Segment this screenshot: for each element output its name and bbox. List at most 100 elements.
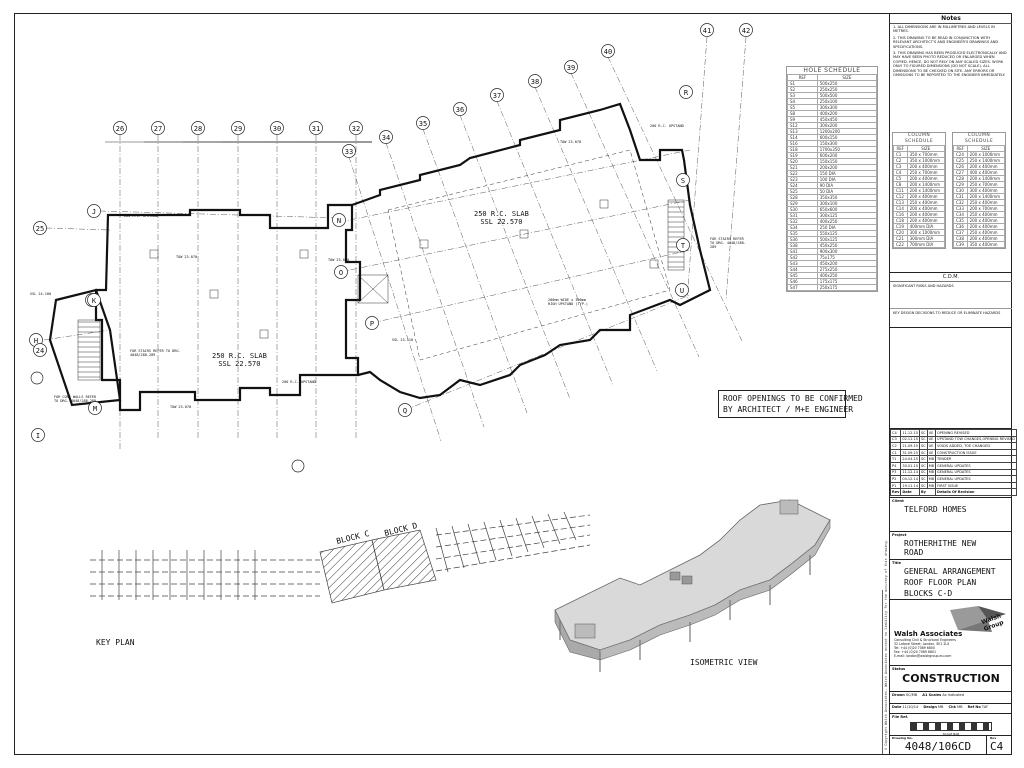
- firm-name: Walsh Associates: [894, 630, 963, 638]
- table-cell: SC: [918, 475, 928, 483]
- table-cell: 700mm DIA: [906, 241, 946, 248]
- table-cell: GENERAL UPDATES: [935, 461, 1017, 470]
- left-stair: [77, 319, 101, 381]
- status-label: Status: [892, 667, 906, 671]
- svg-text:31: 31: [312, 125, 320, 133]
- svg-text:S: S: [681, 177, 685, 185]
- copyright-strip: © Copyright Walsh Associates. Walsh Asso…: [882, 539, 889, 754]
- table-cell: C4: [889, 429, 902, 437]
- table-cell: MB: [926, 461, 937, 470]
- grid-bubble-I: I: [31, 428, 45, 442]
- table-cell: UE: [926, 435, 937, 444]
- svg-text:34: 34: [382, 134, 390, 142]
- firm-sub2: 32 Lafone Street, London, SE1 2LX: [894, 642, 950, 646]
- roof-opening: [149, 249, 159, 259]
- table-cell: P4: [889, 461, 902, 470]
- table-cell: GENERAL UPDATES: [935, 475, 1017, 483]
- column-schedule-2-title: COLUMN SCHEDULE: [964, 133, 994, 144]
- slab-left-type: 250 R.C. SLAB: [212, 352, 267, 360]
- roof-opening: [259, 329, 269, 339]
- cdm-risks: SIGNIFICANT RISKS AND HAZARDS: [893, 284, 954, 288]
- drawing-no-label: Drawing No.: [892, 736, 913, 740]
- table-cell: SC: [918, 468, 928, 477]
- hole-schedule-title: HOLE SCHEDULE: [803, 67, 861, 74]
- table-cell: TENDER: [935, 455, 1017, 463]
- svg-text:25: 25: [36, 225, 44, 233]
- table-cell: 24.04.15: [900, 455, 920, 463]
- svg-text:U: U: [680, 287, 684, 295]
- title-block: Notes 1. ALL DIMENSIONS ARE IN MILLIMETR…: [889, 14, 1017, 754]
- svg-text:36: 36: [456, 106, 464, 114]
- grid-bubble-42: 42: [739, 23, 753, 37]
- cdm-decisions: KEY DESIGN DECISIONS TO REDUCE OR ELIMIN…: [890, 308, 1012, 317]
- svg-text:38: 38: [531, 78, 539, 86]
- meta-row-1: Drawn SC/MB A1 Scales As Indicated: [890, 692, 1012, 704]
- svg-text:30: 30: [273, 125, 281, 133]
- svg-text:33: 33: [345, 148, 353, 156]
- right-stair: [667, 199, 685, 271]
- rev-col-date: Date: [900, 488, 920, 497]
- grid-bubble-27: 27: [151, 121, 165, 135]
- table-cell: T1: [889, 455, 902, 463]
- grid-bubble-32: 32: [349, 121, 363, 135]
- svg-text:35: 35: [419, 120, 427, 128]
- svg-text:32: 32: [352, 125, 360, 133]
- note-3: 3. THIS DRAWING HAS BEEN PRODUCED ELECTR…: [893, 51, 1007, 78]
- svg-text:I: I: [36, 432, 40, 440]
- svg-text:O: O: [339, 269, 343, 277]
- iso-core: [574, 623, 596, 639]
- table-cell: SC: [918, 429, 928, 437]
- tow-label-1: TOW 23.070: [176, 255, 198, 259]
- svg-text:24: 24: [36, 347, 44, 355]
- scale-bar-label: SCALE BAR: [942, 732, 960, 736]
- drawn-value: SC/MB: [905, 693, 918, 697]
- title-line2: ROOF FLOOR PLAN: [904, 578, 977, 587]
- chk-value: MB: [957, 705, 963, 709]
- project-value: ROTHERHITHE NEW ROAD: [904, 539, 977, 557]
- section-marker-icon: [30, 371, 44, 385]
- table-cell: MB: [926, 455, 937, 463]
- svg-text:28: 28: [194, 125, 202, 133]
- table-cell: 30.01.15: [900, 461, 920, 470]
- grid-bubble-41: 41: [700, 23, 714, 37]
- rev-col-details: Details Of Revision: [935, 488, 1017, 497]
- tow-label-2: TOW 23.070: [328, 258, 350, 262]
- note-2: 2. THIS DRAWING TO BE READ IN CONJUNCTIO…: [893, 35, 999, 49]
- table-cell: 19.11.14: [900, 481, 920, 490]
- grid-bubble-35: 35: [416, 116, 430, 130]
- firm-sub5: E-mail: london@walshgroup.eu.com: [894, 654, 952, 658]
- upstand-label-2: 200 R.C. UPSTAND: [282, 380, 316, 384]
- ref-value: TAF: [981, 705, 989, 709]
- iso-plant-box: [669, 571, 681, 581]
- title-label: Title: [892, 561, 902, 565]
- grid-bubble-39: 39: [564, 60, 578, 74]
- svg-text:26: 26: [116, 125, 124, 133]
- svg-text:29: 29: [234, 125, 242, 133]
- firm-panel: Walsh Group Walsh Associates Consulting …: [890, 600, 1012, 666]
- ssl-lift: SSL 23.110: [392, 338, 414, 342]
- svg-text:J: J: [92, 208, 96, 216]
- grid-bubble-M: M: [88, 401, 102, 415]
- scale-bar: [910, 722, 992, 731]
- left-core-outline: [48, 288, 122, 407]
- table-cell: C3: [889, 435, 902, 444]
- table-cell: SC: [918, 435, 928, 444]
- client-panel: Client TELFORD HOMES: [890, 498, 1012, 532]
- roof-opening: [209, 289, 219, 299]
- table-cell: SC: [918, 442, 928, 450]
- status-value: CONSTRUCTION: [902, 672, 1000, 685]
- rev-col-rev: Rev: [889, 488, 902, 497]
- grid-bubble-S: S: [676, 173, 690, 187]
